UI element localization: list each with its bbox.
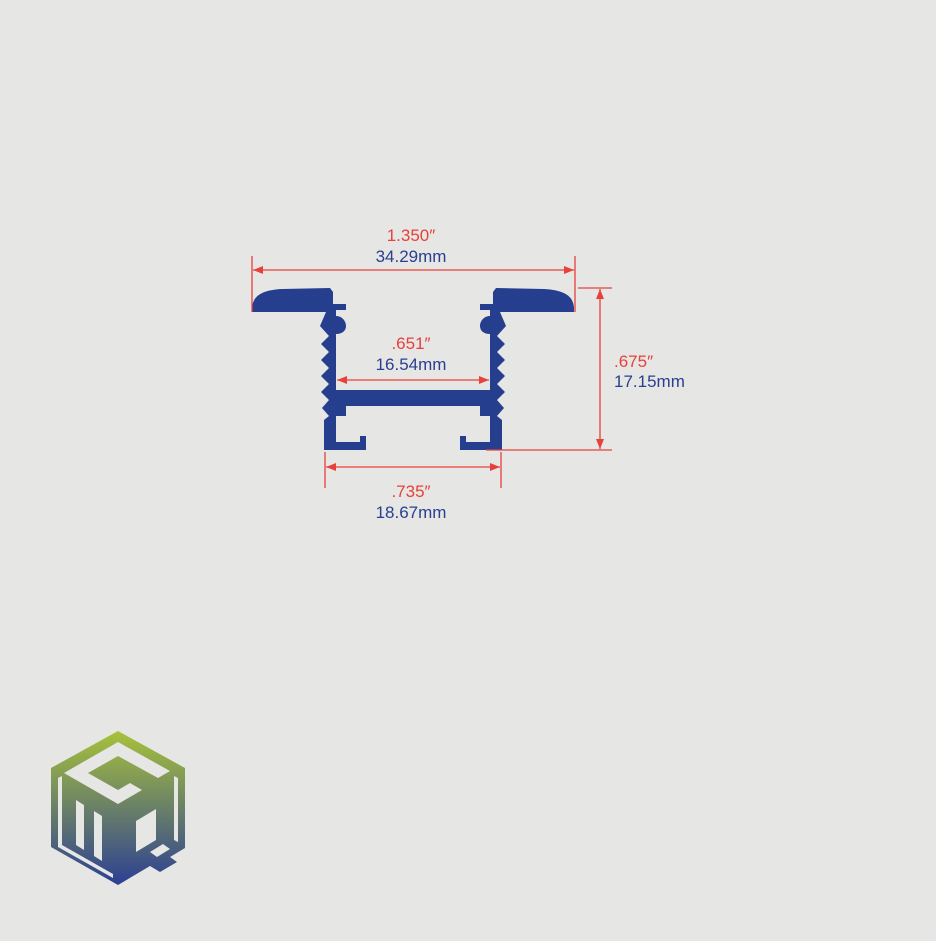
- left-wall: [320, 312, 366, 450]
- logo-q-counter: [136, 809, 156, 852]
- logo-m-gap-1: [76, 800, 84, 850]
- overall-width-imperial: 1.350″: [387, 226, 436, 245]
- right-wall: [460, 312, 506, 450]
- base-width-imperial: .735″: [391, 482, 430, 501]
- dimension-labels: 1.350″ 34.29mm .651″ 16.54mm .735″ 18.67…: [376, 226, 685, 522]
- height-imperial: .675″: [614, 352, 653, 371]
- inner-width-metric: 16.54mm: [376, 355, 447, 374]
- floor-bar: [336, 390, 490, 406]
- dimension-lines: [251, 256, 612, 488]
- logo-m-gap-2: [94, 811, 102, 861]
- right-flange: [480, 288, 574, 312]
- logo-rim-right: [174, 776, 178, 842]
- cmq-cube-logo: [51, 731, 185, 885]
- base-width-metric: 18.67mm: [376, 503, 447, 522]
- overall-width-metric: 34.29mm: [376, 247, 447, 266]
- height-metric: 17.15mm: [614, 372, 685, 391]
- logo-rim-left: [58, 776, 113, 878]
- logo-c-cutout: [64, 742, 170, 804]
- logo-q-tail-gap: [150, 844, 170, 857]
- extrusion-profile: [252, 288, 574, 450]
- inner-width-imperial: .651″: [391, 334, 430, 353]
- left-flange: [252, 288, 346, 312]
- right-bottom-clip: [480, 394, 490, 410]
